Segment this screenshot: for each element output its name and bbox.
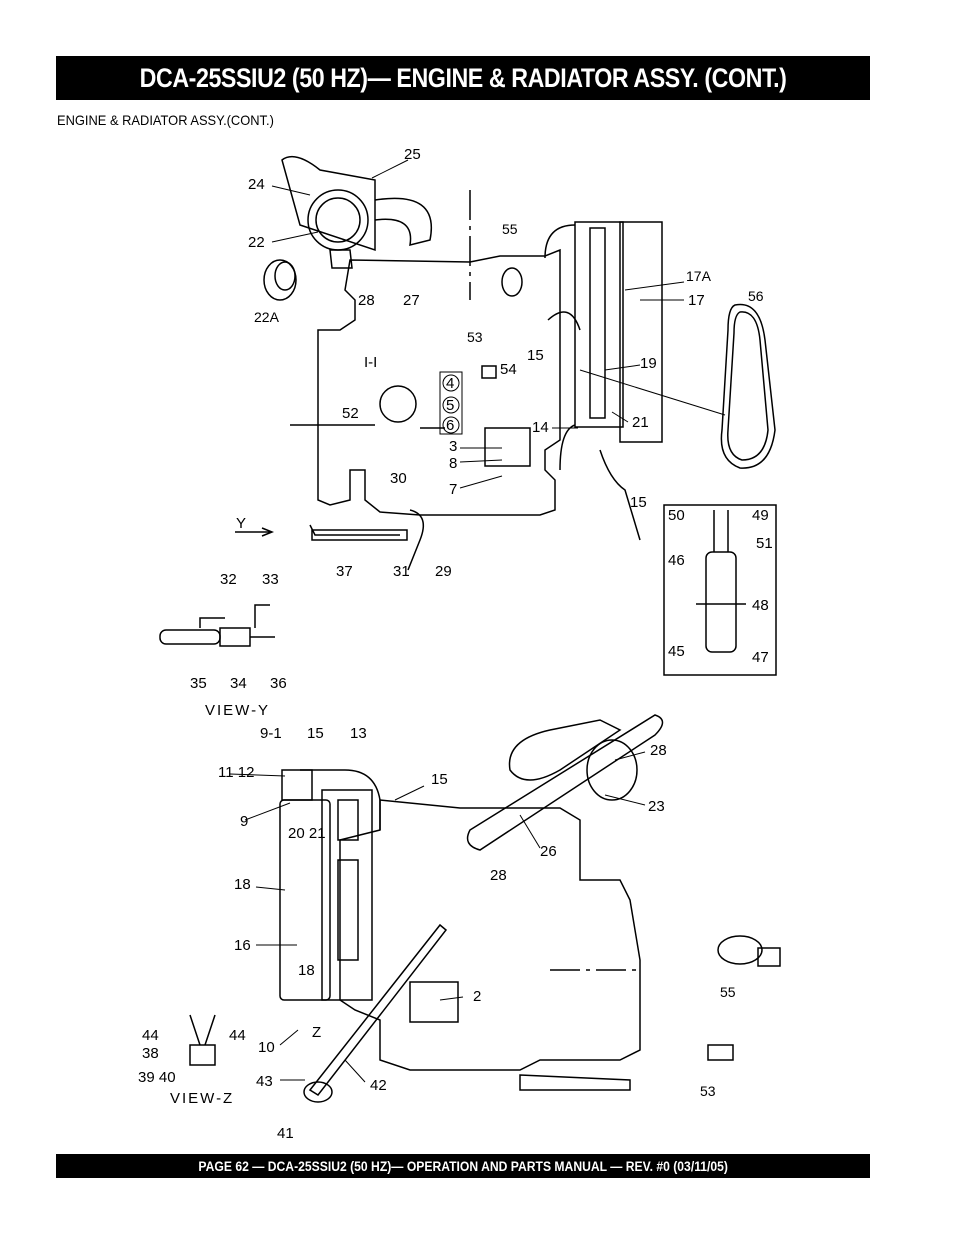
callout-label: 56 [748, 288, 764, 304]
view-y-detail [159, 604, 275, 647]
callout-label: 43 [256, 1073, 273, 1090]
callout-label: 51 [756, 535, 773, 552]
callout-label: 20 21 [288, 825, 326, 842]
view-y-label: VIEW-Y [205, 702, 270, 719]
radiator-upper [544, 221, 663, 541]
callout-label: 45 [668, 643, 685, 660]
callout-label: 38 [142, 1045, 159, 1062]
callout-label: 22A [254, 309, 280, 325]
callout-label: 16 [234, 937, 251, 954]
callout-label: 15 [630, 494, 647, 511]
callout-label: 32 [220, 571, 237, 588]
callout-label: 24 [248, 176, 265, 193]
callout-label: 14 [532, 419, 549, 436]
callout-label: 28 [358, 292, 375, 309]
circled-number-frames [439, 371, 463, 435]
callout-label: 35 [190, 675, 207, 692]
callout-label: 34 [230, 675, 247, 692]
lower-engine-outline [279, 769, 641, 1071]
callout-label: 21 [632, 414, 649, 431]
callout-label: 27 [403, 292, 420, 309]
callout-label: 17A [686, 268, 712, 284]
callout-label: 44 [229, 1027, 246, 1044]
callout-label: 9 [240, 813, 248, 830]
callout-label: 10 [258, 1039, 275, 1056]
callout-label: 42 [370, 1077, 387, 1094]
page-title: DCA-25SSIU2 (50 HZ)— ENGINE & RADIATOR A… [139, 62, 787, 93]
callout-label: 33 [262, 571, 279, 588]
callout-label: 26 [540, 843, 557, 860]
callout-label: 2 [473, 988, 481, 1005]
arrow-y-label: Y [236, 515, 246, 532]
callout-label: 50 [668, 507, 685, 524]
callout-label: 47 [752, 649, 769, 666]
callout-label: 7 [449, 481, 457, 498]
callout-label: 53 [700, 1083, 716, 1099]
callout-label: 19 [640, 355, 657, 372]
callout-label: 4 [446, 375, 454, 392]
callout-label: 15 [307, 725, 324, 742]
engine-mount [409, 427, 531, 1023]
callout-label: 8 [449, 455, 457, 472]
page-footer-bar: PAGE 62 — DCA-25SSIU2 (50 HZ)— OPERATION… [56, 1154, 870, 1178]
arrow-z-label: Z [312, 1024, 321, 1041]
callout-label: 13 [350, 725, 367, 742]
callout-label: 11 12 [218, 764, 254, 781]
callout-label: 18 [234, 876, 251, 893]
callout-label: 3 [449, 438, 457, 455]
callout-label: 55 [720, 984, 736, 1000]
section-label: I-I [364, 354, 377, 371]
hose-42 [303, 923, 631, 1103]
callout-label: 53 [467, 329, 483, 345]
callout-label: 36 [270, 675, 287, 692]
callout-label: 22 [248, 234, 265, 251]
callout-label: 6 [446, 417, 454, 434]
callout-label: 39 40 [138, 1069, 176, 1086]
callout-label: 28 [490, 867, 507, 884]
callout-label: 5 [446, 397, 454, 414]
view-y-hose [235, 509, 425, 571]
callout-label: 28 [650, 742, 667, 759]
page-title-bar: DCA-25SSIU2 (50 HZ)— ENGINE & RADIATOR A… [56, 56, 870, 100]
upper-engine-outline [290, 190, 561, 516]
callout-label: 18 [298, 962, 315, 979]
page-footer: PAGE 62 — DCA-25SSIU2 (50 HZ)— OPERATION… [198, 1158, 728, 1174]
callout-label: 37 [336, 563, 353, 580]
air-cleaner [263, 155, 432, 301]
view-z-detail [189, 1014, 216, 1066]
callout-label: 55 [502, 221, 518, 237]
callout-label: 49 [752, 507, 769, 524]
lower-pipe [466, 714, 664, 851]
callout-label: 15 [431, 771, 448, 788]
callout-label: 30 [390, 470, 407, 487]
callout-label: 44 [142, 1027, 159, 1044]
filter-box [663, 504, 777, 676]
callout-label: 17 [688, 292, 705, 309]
view-z-label: VIEW-Z [170, 1090, 234, 1107]
callout-label: 52 [342, 405, 359, 422]
callout-label: 9-1 [260, 725, 282, 742]
sensor-parts [481, 267, 781, 1061]
section-subtitle: ENGINE & RADIATOR ASSY.(CONT.) [57, 112, 274, 128]
callout-label: 31 [393, 563, 410, 580]
callout-label: 29 [435, 563, 452, 580]
fan-belt [720, 303, 776, 469]
callout-labels: 25 24 22 22A 28 27 55 17A 17 56 53 54 15… [138, 146, 773, 1142]
callout-label: 15 [527, 347, 544, 364]
callout-label: 23 [648, 798, 665, 815]
callout-label: 48 [752, 597, 769, 614]
callout-label: 25 [404, 146, 421, 163]
callout-label: 46 [668, 552, 685, 569]
leader-lines [229, 159, 726, 1083]
callout-label: 41 [277, 1125, 294, 1142]
callout-label: 54 [500, 361, 517, 378]
